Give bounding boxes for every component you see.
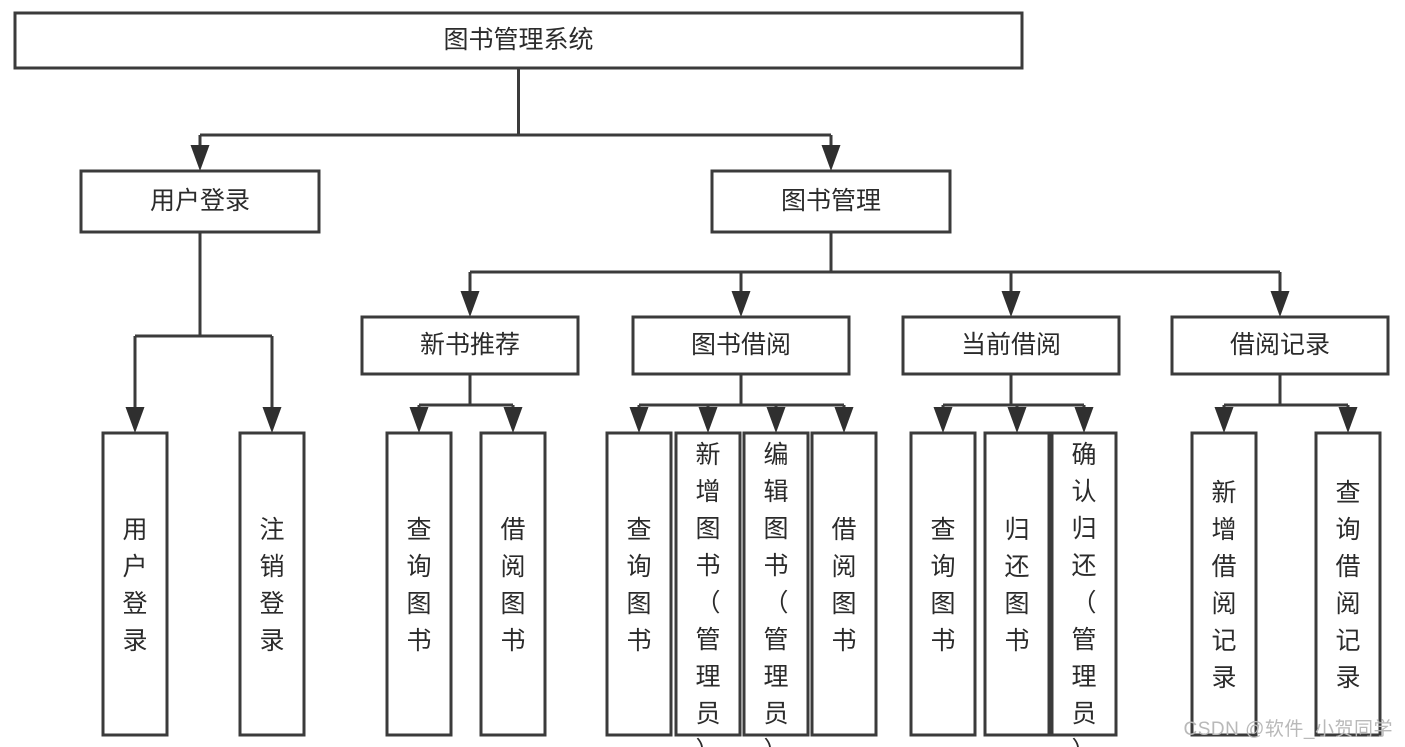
arrow-head-user-login — [190, 145, 210, 171]
arrow-head-leaf-borrow-book-2 — [834, 407, 854, 433]
arrow-head-leaf-add-book — [698, 407, 718, 433]
node-box-leaf-query-book-1 — [385, 431, 453, 737]
node-box-leaf-borrow-book-1 — [479, 431, 547, 737]
node-label-current-borrow: 当前借阅 — [961, 331, 1061, 359]
node-box-leaf-query-book-3 — [909, 431, 977, 737]
node-box-leaf-query-record — [1314, 431, 1382, 737]
node-label-leaf-borrow-book-2: 借阅图书 — [831, 516, 856, 655]
node-box-leaf-logout — [238, 431, 306, 737]
node-current-borrow[interactable]: 当前借阅 — [901, 315, 1121, 376]
node-leaf-add-book[interactable]: 新增图书（管理员） — [674, 431, 742, 747]
node-leaf-logout[interactable]: 注销登录 — [238, 431, 306, 737]
arrow-head-book-borrow — [731, 291, 751, 317]
node-box-leaf-add-record — [1190, 431, 1258, 737]
node-label-leaf-query-record: 查询借阅记录 — [1335, 479, 1360, 692]
node-label-new-book-recommend: 新书推荐 — [420, 331, 520, 359]
arrow-head-borrow-record — [1270, 291, 1290, 317]
arrow-head-book-manage — [821, 145, 841, 171]
node-new-book-recommend[interactable]: 新书推荐 — [360, 315, 580, 376]
node-leaf-query-book-2[interactable]: 查询图书 — [605, 431, 673, 737]
node-box-leaf-user-login — [101, 431, 169, 737]
node-leaf-user-login[interactable]: 用户登录 — [101, 431, 169, 737]
node-leaf-borrow-book-2[interactable]: 借阅图书 — [810, 431, 878, 737]
node-box-leaf-borrow-book-2 — [810, 431, 878, 737]
node-label-leaf-query-book-1: 查询图书 — [406, 516, 431, 655]
connector-group-current-borrow — [933, 374, 1094, 433]
node-label-leaf-query-book-3: 查询图书 — [930, 516, 955, 655]
arrow-head-leaf-add-record — [1214, 407, 1234, 433]
connector-layer — [125, 68, 1358, 433]
node-label-leaf-query-book-2: 查询图书 — [626, 516, 651, 655]
connector-group-new-book-recommend — [409, 374, 523, 433]
arrow-head-leaf-confirm-return — [1074, 407, 1094, 433]
node-box-book-manage — [710, 169, 952, 234]
node-label-root: 图书管理系统 — [443, 26, 593, 54]
node-label-leaf-logout: 注销登录 — [259, 516, 284, 655]
node-label-borrow-record: 借阅记录 — [1230, 331, 1330, 359]
arrow-head-leaf-query-book-3 — [933, 407, 953, 433]
node-leaf-query-book-3[interactable]: 查询图书 — [909, 431, 977, 737]
node-box-leaf-return-book — [983, 431, 1051, 737]
node-box-root — [13, 11, 1024, 70]
node-label-leaf-add-book: 新增图书（管理员） — [695, 441, 720, 747]
node-label-book-manage: 图书管理 — [781, 187, 881, 215]
node-label-leaf-user-login: 用户登录 — [122, 516, 147, 655]
node-leaf-return-book[interactable]: 归还图书 — [983, 431, 1051, 737]
connector-group-book-manage — [460, 232, 1290, 317]
arrow-head-leaf-logout — [262, 407, 282, 433]
node-user-login[interactable]: 用户登录 — [79, 169, 321, 234]
node-box-current-borrow — [901, 315, 1121, 376]
node-box-new-book-recommend — [360, 315, 580, 376]
arrow-head-leaf-return-book — [1007, 407, 1027, 433]
arrow-head-leaf-edit-book — [766, 407, 786, 433]
node-leaf-query-book-1[interactable]: 查询图书 — [385, 431, 453, 737]
node-leaf-borrow-book-1[interactable]: 借阅图书 — [479, 431, 547, 737]
node-layer: 图书管理系统用户登录图书管理新书推荐图书借阅当前借阅借阅记录用户登录注销登录查询… — [13, 11, 1390, 747]
node-label-leaf-return-book: 归还图书 — [1004, 516, 1029, 655]
node-box-leaf-edit-book — [742, 431, 810, 737]
connector-group-user-login — [125, 232, 282, 433]
arrow-head-leaf-query-book-2 — [629, 407, 649, 433]
connector-group-book-borrow — [629, 374, 854, 433]
node-book-borrow[interactable]: 图书借阅 — [631, 315, 851, 376]
arrow-head-leaf-query-record — [1338, 407, 1358, 433]
node-box-user-login — [79, 169, 321, 234]
arrow-head-current-borrow — [1001, 291, 1021, 317]
arrow-head-leaf-user-login — [125, 407, 145, 433]
node-label-leaf-add-record: 新增借阅记录 — [1211, 479, 1236, 692]
node-label-leaf-borrow-book-1: 借阅图书 — [500, 516, 525, 655]
node-leaf-add-record[interactable]: 新增借阅记录 — [1190, 431, 1258, 737]
arrow-head-leaf-query-book-1 — [409, 407, 429, 433]
arrow-head-leaf-borrow-book-1 — [503, 407, 523, 433]
node-label-leaf-edit-book: 编辑图书（管理员） — [763, 441, 788, 747]
node-label-book-borrow: 图书借阅 — [691, 331, 791, 359]
connector-group-borrow-record — [1214, 374, 1358, 433]
arrow-head-new-book-recommend — [460, 291, 480, 317]
node-label-user-login: 用户登录 — [150, 187, 250, 215]
node-box-book-borrow — [631, 315, 851, 376]
node-box-leaf-add-book — [674, 431, 742, 737]
node-box-leaf-query-book-2 — [605, 431, 673, 737]
node-box-leaf-confirm-return — [1050, 431, 1118, 737]
node-borrow-record[interactable]: 借阅记录 — [1170, 315, 1390, 376]
node-leaf-edit-book[interactable]: 编辑图书（管理员） — [742, 431, 810, 747]
node-leaf-confirm-return[interactable]: 确认归还（管理员） — [1050, 431, 1118, 747]
node-label-leaf-confirm-return: 确认归还（管理员） — [1071, 441, 1096, 747]
node-root[interactable]: 图书管理系统 — [13, 11, 1024, 70]
connector-group-root — [190, 68, 841, 171]
node-book-manage[interactable]: 图书管理 — [710, 169, 952, 234]
node-leaf-query-record[interactable]: 查询借阅记录 — [1314, 431, 1382, 737]
node-box-borrow-record — [1170, 315, 1390, 376]
